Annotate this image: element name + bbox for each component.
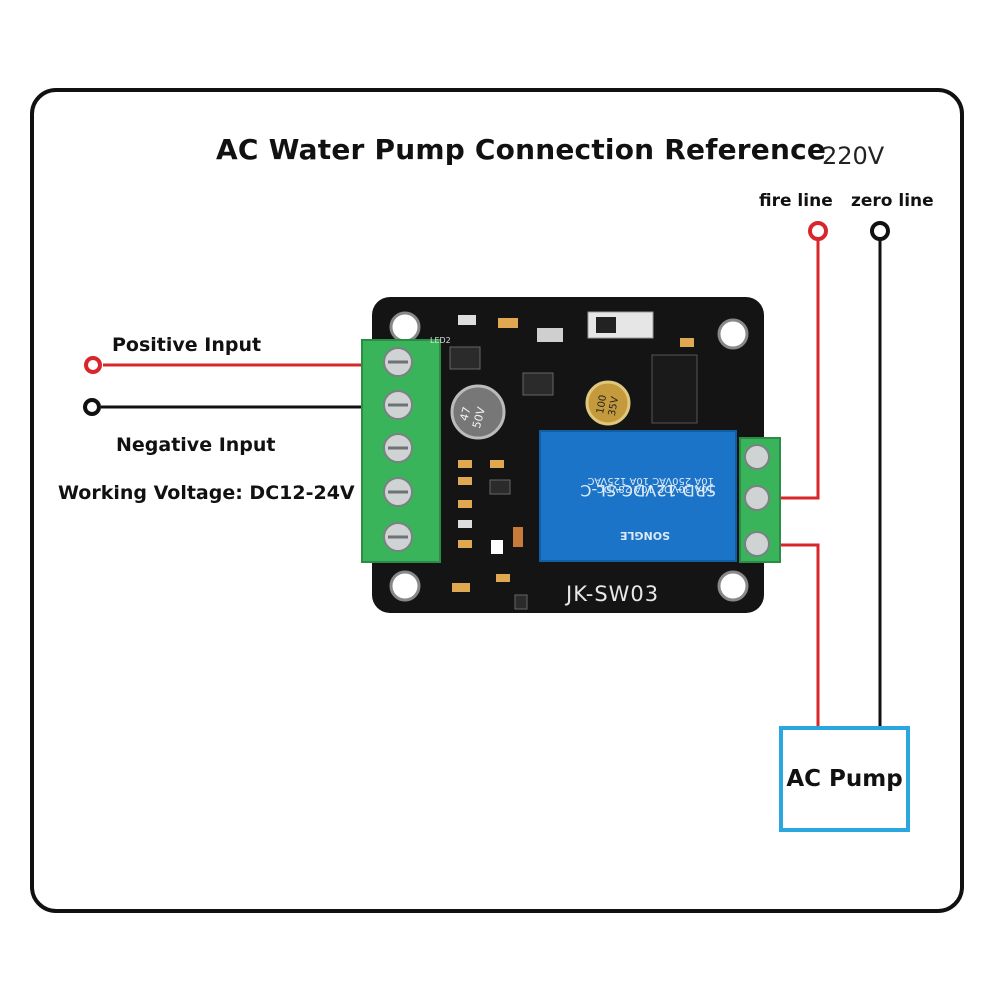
relay-rating-1-text: 10A 250VAC 10A 125VAC — [587, 475, 714, 486]
cap-small-value: 100 — [595, 394, 609, 415]
relay-rating-2-text: 10A 30VDC 10A 28VDC — [597, 483, 714, 494]
board-model-text: JK-SW03 — [564, 582, 659, 606]
electrolytic-capacitor-large — [450, 384, 506, 440]
cap-large-value: 47 — [458, 405, 474, 422]
diagram-frame — [30, 88, 964, 913]
slide-switch — [587, 311, 654, 339]
cap-large-voltage: 50V — [470, 405, 488, 430]
working-voltage-label: Working Voltage: DC12-24V — [58, 482, 355, 504]
relay-brand-text: SONGLE — [620, 529, 670, 542]
negative-input-label: Negative Input — [116, 434, 276, 456]
ic-chip — [651, 354, 698, 424]
switch-knob — [596, 317, 616, 333]
smd-components — [449, 315, 694, 610]
mounting-hole — [717, 570, 749, 602]
fire-line-terminal — [808, 221, 828, 241]
zero-line-label: zero line — [851, 191, 934, 211]
fire-line-label: fire line — [759, 191, 833, 211]
mounting-hole — [717, 318, 749, 350]
negative-input-terminal — [83, 398, 101, 416]
mounting-hole — [389, 570, 421, 602]
electrolytic-capacitor-small — [585, 380, 631, 426]
ac-pump-box: AC Pump — [779, 726, 910, 832]
relay-model-text: SRD-12VDC-SL-C — [580, 481, 716, 500]
positive-input-label: Positive Input — [112, 334, 262, 356]
supply-voltage-label: 220V — [822, 142, 885, 170]
led-label: LED2 — [430, 336, 451, 345]
relay — [539, 430, 737, 562]
ac-pump-label: AC Pump — [786, 766, 903, 792]
pump-live-wire — [780, 543, 820, 730]
relay-board: SRD-12VDC-SL-C 10A 250VAC 10A 125VAC 10A… — [361, 297, 781, 613]
diagram-title: AC Water Pump Connection Reference — [216, 133, 827, 166]
positive-input-terminal — [84, 356, 102, 374]
fire-line-wire — [780, 240, 820, 500]
zero-line-terminal — [870, 221, 890, 241]
cap-small-voltage: 35V — [607, 396, 621, 417]
mounting-hole — [389, 311, 421, 343]
